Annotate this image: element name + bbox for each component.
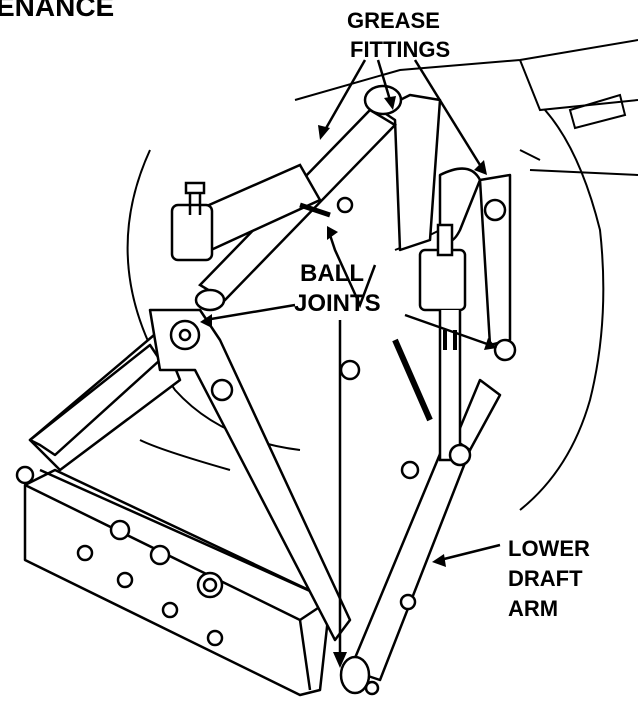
lower-draft-arm-line-2: DRAFT: [508, 566, 583, 591]
lower-draft-arm-line-1: LOWER: [508, 536, 590, 561]
lower-draft-arm-label: LOWER DRAFT ARM: [508, 536, 590, 621]
arrow-heads: [200, 96, 497, 668]
grease-fittings-label: GREASE FITTINGS: [347, 8, 450, 62]
heading-fragment: ENANCE: [0, 0, 114, 22]
ball-joints-line-2: JOINTS: [294, 290, 381, 317]
hitch-frame: [23, 93, 512, 697]
lift-link-assembly: [392, 223, 467, 462]
ball-joints-line-1: BALL: [300, 260, 364, 287]
fittings-and-nuts: [15, 198, 517, 696]
grease-fittings-line-2: FITTINGS: [350, 37, 450, 62]
grease-fittings-line-1: GREASE: [347, 8, 440, 33]
lower-draft-arm-line-3: ARM: [508, 596, 558, 621]
leader-lines: [204, 59, 501, 655]
ball-joints-label: BALL JOINTS: [294, 260, 381, 317]
upper-cross-bar: [170, 163, 354, 262]
